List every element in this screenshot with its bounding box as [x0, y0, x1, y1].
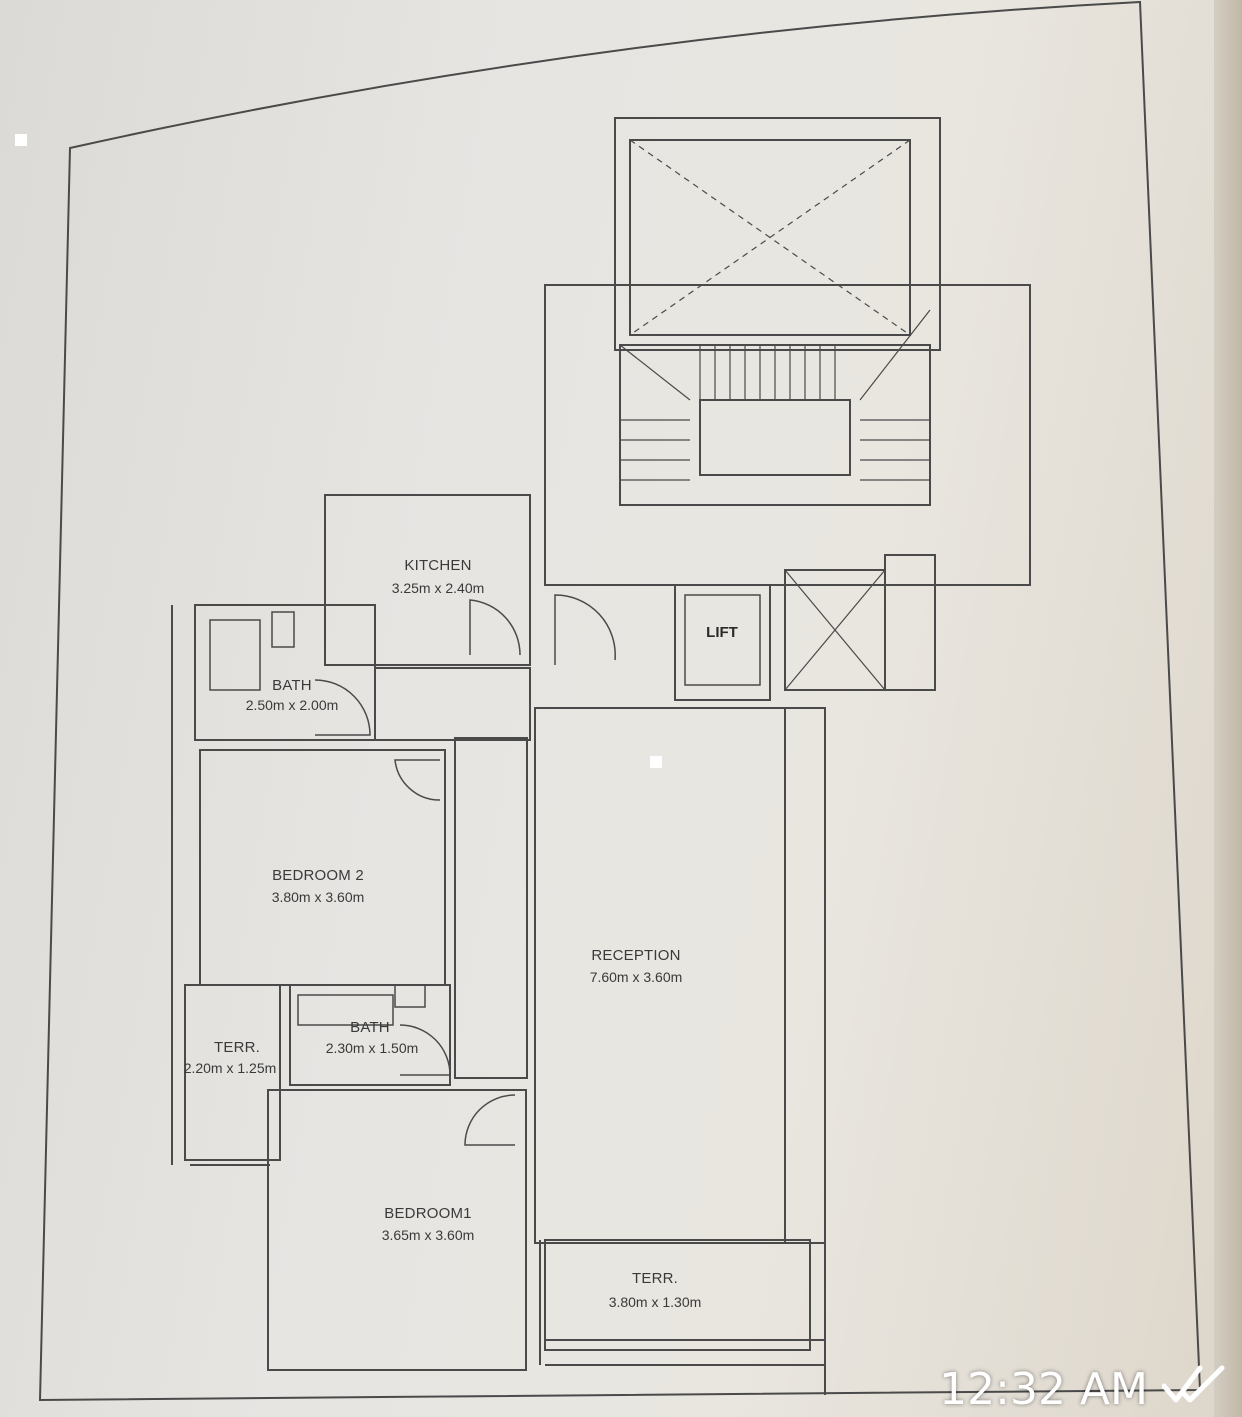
terr1-size: 2.20m x 1.25m — [184, 1060, 277, 1076]
terr2-name: TERR. — [632, 1270, 678, 1287]
bath2-name: BATH — [350, 1019, 390, 1036]
stair-block — [544, 284, 1031, 586]
bedroom2-name: BEDROOM 2 — [272, 867, 364, 884]
stair-treads — [619, 309, 931, 481]
paper-edge — [1214, 0, 1242, 1417]
lift-label: LIFT — [706, 624, 738, 641]
double-check-icon — [1161, 1364, 1226, 1415]
kitchen-walls — [324, 494, 531, 666]
terr1-walls — [184, 984, 281, 1161]
kitchen-size: 3.25m x 2.40m — [392, 580, 485, 596]
time-text: 12:32 AM — [939, 1363, 1148, 1415]
shaft-inner — [629, 139, 911, 336]
bedroom2-size: 3.80m x 3.60m — [272, 889, 365, 905]
bedroom1-name: BEDROOM1 — [384, 1205, 471, 1222]
artifact-dot — [650, 756, 662, 768]
frame-border — [38, 0, 1202, 1402]
bath2-door — [399, 1024, 451, 1076]
bath2-size: 2.30m x 1.50m — [326, 1040, 419, 1056]
bath1-door — [314, 679, 371, 736]
bedroom2-door — [394, 759, 441, 801]
bath2-walls — [289, 984, 451, 1086]
kitchen-door — [469, 599, 521, 656]
bedroom1-door — [464, 1094, 516, 1146]
bath1-walls — [194, 604, 376, 741]
artifact-dot — [15, 134, 27, 146]
kitchen-name: KITCHEN — [404, 557, 471, 574]
wardrobe — [454, 737, 528, 1079]
bedroom1-walls — [267, 1089, 527, 1371]
bedroom1-size: 3.65m x 3.60m — [382, 1227, 475, 1243]
bath1-size: 2.50m x 2.00m — [246, 697, 339, 713]
entry-door — [554, 594, 616, 665]
terr2-size: 3.80m x 1.30m — [609, 1294, 702, 1310]
bath1-name: BATH — [272, 677, 312, 694]
lift-car-outer — [674, 584, 771, 701]
stair-landing — [699, 399, 851, 476]
message-timestamp: 12:32 AM — [939, 1364, 1226, 1415]
terr2-walls — [544, 1239, 811, 1351]
reception-size: 7.60m x 3.60m — [590, 969, 683, 985]
corridor — [374, 667, 531, 741]
reception-name: RECEPTION — [591, 947, 680, 964]
shaft-outer — [614, 117, 941, 351]
terr1-name: TERR. — [214, 1039, 260, 1056]
